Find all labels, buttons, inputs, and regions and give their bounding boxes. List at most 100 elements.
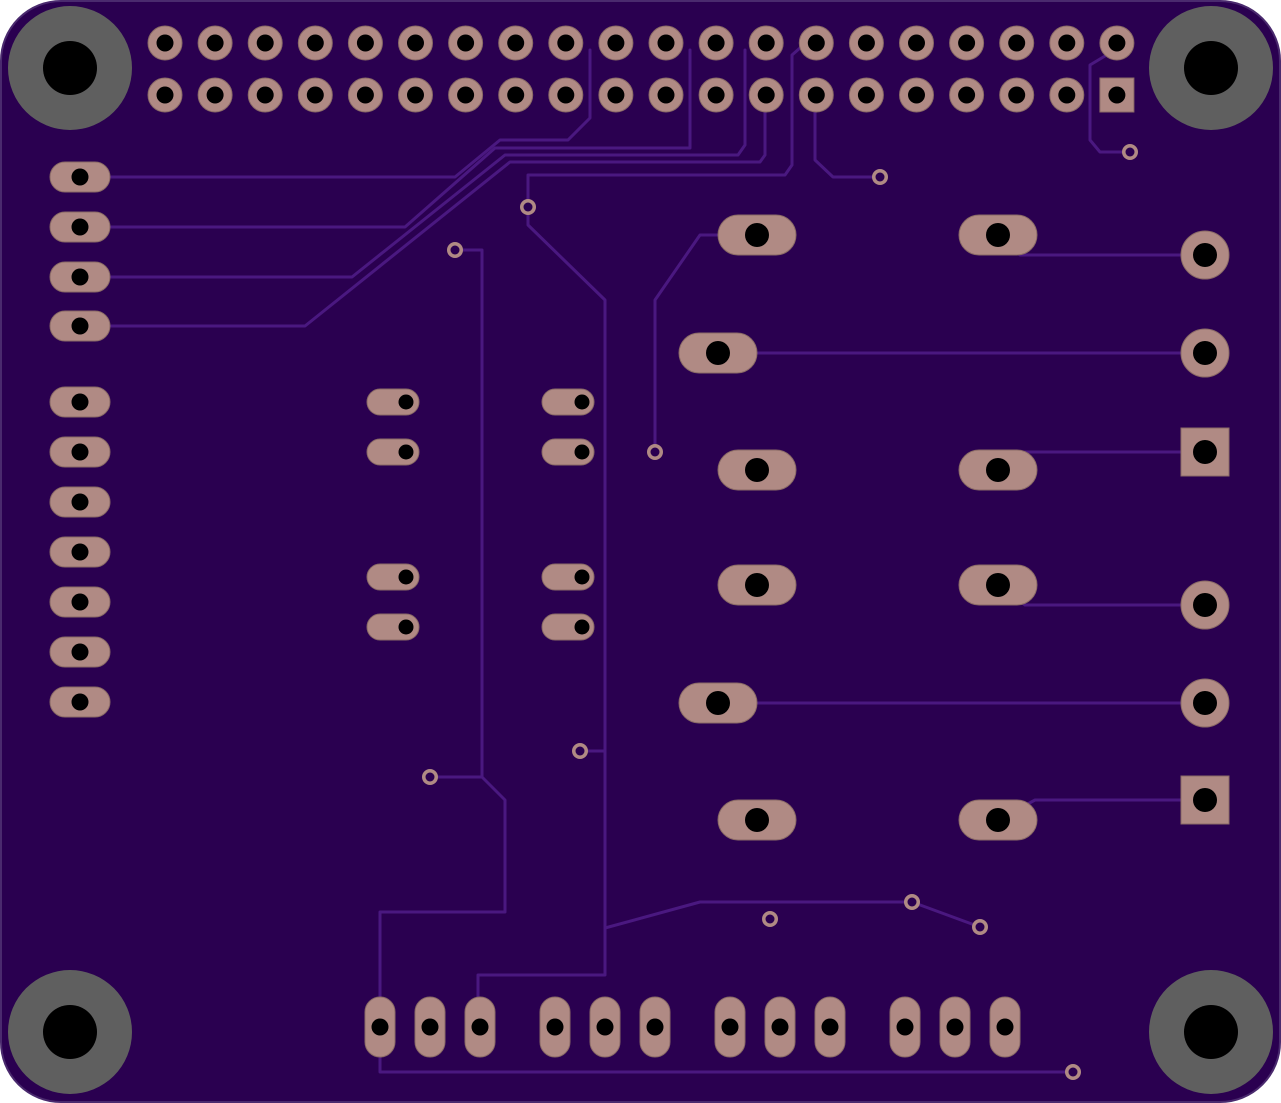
gpio-pin-bottom-18-hole <box>1008 86 1026 104</box>
gpio-pin-top-18-hole <box>1008 34 1026 52</box>
via-10-hole <box>975 922 985 932</box>
middle-pad-1-hole <box>398 394 414 410</box>
gpio-pin-top-13-hole <box>757 34 775 52</box>
left-lower-pad-2-hole <box>71 443 89 461</box>
mounting-hole-top-left-hole <box>43 41 97 95</box>
gpio-pin-bottom-17-hole <box>958 86 976 104</box>
middle-pad-8-hole <box>574 619 590 635</box>
gpio-pin-bottom-8-hole <box>507 86 525 104</box>
mounting-hole-bottom-left-hole <box>43 1005 97 1059</box>
via-7-hole <box>425 772 435 782</box>
gpio-pin-bottom-5-hole <box>356 86 374 104</box>
relay-pad-2-hole <box>986 223 1010 247</box>
left-lower-pad-1-hole <box>71 393 89 411</box>
relay-pad-5-hole <box>986 458 1010 482</box>
terminal-upper-pin-2-hole <box>1193 341 1217 365</box>
relay-pad-1-hole <box>745 223 769 247</box>
middle-pad-5-hole <box>574 394 590 410</box>
gpio-pin-bottom-16-hole <box>908 86 925 104</box>
via-6-hole <box>575 746 585 756</box>
gpio-pin-top-6-hole <box>407 34 424 52</box>
gpio-pin-top-15-hole <box>857 34 875 52</box>
gpio-pin-top-12-hole <box>707 34 725 52</box>
middle-pad-3-hole <box>398 569 414 585</box>
relay-pad-6-hole <box>745 573 769 597</box>
via-1-hole <box>875 172 885 182</box>
relay-pad-4-hole <box>745 458 769 482</box>
trace-bottom-diagonal <box>603 900 982 930</box>
gpio-pin-bottom-1-hole <box>156 86 174 104</box>
trace-long-vertical <box>476 205 607 1027</box>
mounting-hole-top-right-hole <box>1184 41 1238 95</box>
gpio-pin-bottom-9-hole <box>557 86 575 104</box>
bottom-header-pad-6-hole <box>646 1018 664 1036</box>
gpio-pin-top-4-hole <box>306 34 324 52</box>
trace-left-4 <box>78 91 767 328</box>
relay-pad-10-hole <box>986 808 1010 832</box>
relay-pad-7-hole <box>986 573 1010 597</box>
gpio-pin-bottom-2-hole <box>206 86 224 104</box>
relay-pad-8-hole <box>706 691 730 715</box>
gpio-pin-top-14-hole <box>807 34 825 52</box>
left-lower-pad-4-hole <box>71 543 89 561</box>
gpio-pin-top-7-hole <box>457 34 475 52</box>
bottom-header-pad-2-hole <box>421 1018 439 1036</box>
bottom-header-pad-8-hole <box>771 1018 789 1036</box>
gpio-pin-bottom-7-hole <box>457 86 475 104</box>
middle-pad-4-hole <box>398 619 414 635</box>
gpio-pin-top-3-hole <box>256 34 274 52</box>
left-upper-pad-4-hole <box>71 317 89 335</box>
via-2-hole <box>1125 147 1135 157</box>
middle-pad-2-hole <box>398 444 414 460</box>
gpio-pin-bottom-13-hole <box>757 86 775 104</box>
relay-pad-9-hole <box>745 808 769 832</box>
trace-left-3 <box>78 48 747 279</box>
terminal-upper-pin-3-hole <box>1193 243 1217 267</box>
via-5-hole <box>650 447 660 457</box>
gpio-pin-top-19-hole <box>1058 34 1076 52</box>
relay-pad-3-hole <box>706 341 730 365</box>
gpio-pin-bottom-3-hole <box>256 86 274 104</box>
left-lower-pad-3-hole <box>71 493 89 511</box>
trace-header-via-c <box>1088 48 1132 154</box>
gpio-pin-bottom-12-hole <box>707 86 725 104</box>
trace-left-2 <box>78 48 692 229</box>
bottom-header-pad-7-hole <box>721 1018 739 1036</box>
left-upper-pad-1-hole <box>71 168 89 186</box>
gpio-pin-bottom-19-hole <box>1058 86 1076 104</box>
gpio-pin-top-2-hole <box>206 34 224 52</box>
trace-header-via-b <box>813 91 882 179</box>
bottom-header-pad-10-hole <box>896 1018 914 1036</box>
gpio-pin-top-9-hole <box>557 34 575 52</box>
via-8-hole <box>765 914 775 924</box>
gpio-pin1-square-hole <box>1108 86 1126 104</box>
gpio-pin-top-10-hole <box>607 34 625 52</box>
via-11-hole <box>1068 1067 1078 1077</box>
bottom-header-pad-1-hole <box>371 1018 389 1036</box>
mounting-hole-bottom-right-hole <box>1184 1005 1238 1059</box>
bottom-header-pad-12-hole <box>996 1018 1014 1036</box>
gpio-pin-top-1-hole <box>156 34 174 52</box>
middle-pad-7-hole <box>574 569 590 585</box>
gpio-pin-top-16-hole <box>908 34 925 52</box>
left-lower-pad-7-hole <box>71 693 89 711</box>
gpio-pin-top-5-hole <box>356 34 374 52</box>
via-9-hole <box>907 897 917 907</box>
gpio-pin-bottom-10-hole <box>607 86 625 104</box>
terminal-lower-pin-1-hole <box>1193 788 1217 812</box>
middle-pad-6-hole <box>574 444 590 460</box>
gpio-pin-bottom-11-hole <box>657 86 675 104</box>
via-4-hole <box>450 245 460 255</box>
left-lower-pad-5-hole <box>71 593 89 611</box>
bottom-header-pad-4-hole <box>546 1018 564 1036</box>
bottom-header-pad-5-hole <box>596 1018 614 1036</box>
gpio-pin-bottom-14-hole <box>807 86 825 104</box>
left-upper-pad-2-hole <box>71 218 89 236</box>
trace-left-1 <box>78 48 592 179</box>
via-3-hole <box>523 202 533 212</box>
gpio-pin-top-17-hole <box>958 34 976 52</box>
gpio-pin-top-8-hole <box>507 34 525 52</box>
gpio-pin-bottom-4-hole <box>306 86 324 104</box>
